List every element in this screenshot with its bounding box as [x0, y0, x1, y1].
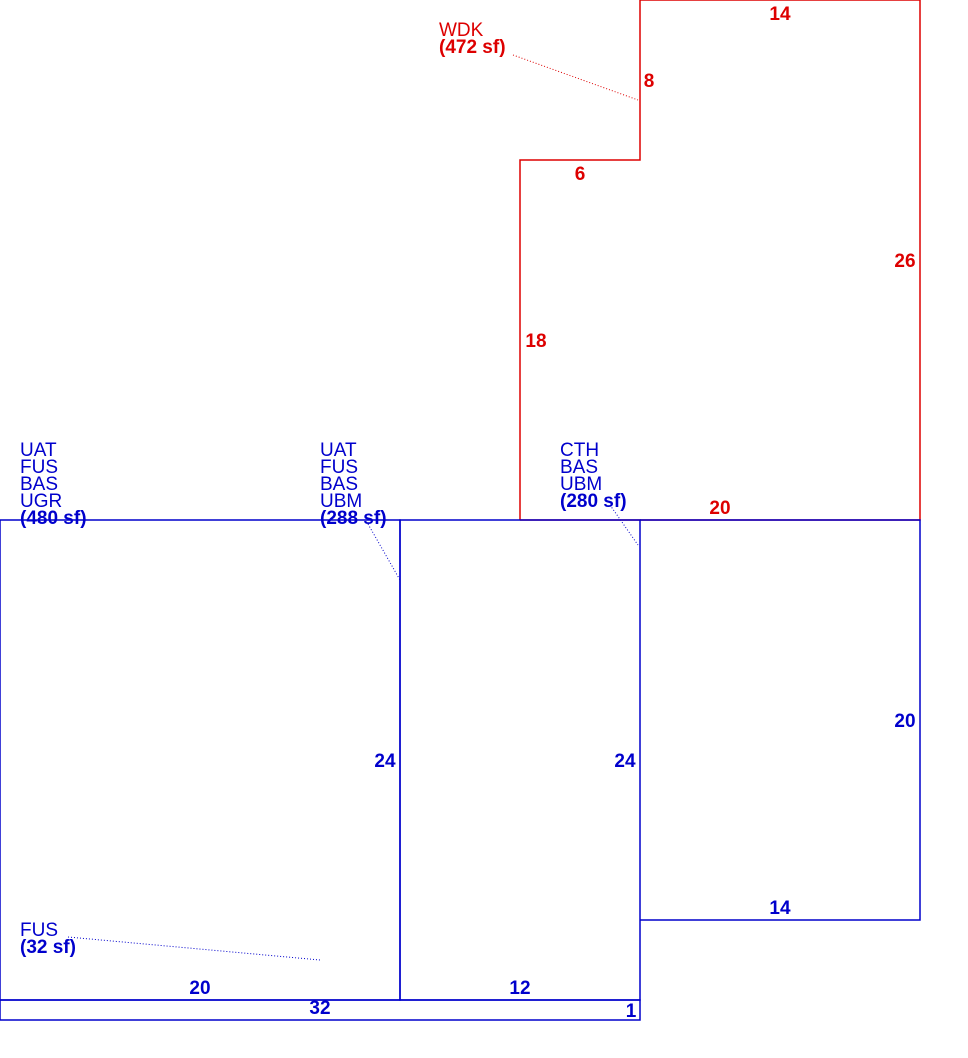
wdk-dim-right: 26 — [894, 251, 915, 272]
left-block-label: UAT FUS BAS UGR (480 sf) — [20, 440, 87, 529]
left-dim-bottom: 20 — [189, 978, 210, 999]
building-outline — [0, 519, 921, 1021]
right-block-rect — [640, 519, 921, 921]
left-code-1: UAT — [20, 440, 57, 461]
strip-dim-length: 32 — [309, 998, 330, 1019]
mid-code-3: BAS — [320, 474, 358, 495]
strip-area: (32 sf) — [20, 937, 76, 958]
mid-leader — [367, 523, 401, 581]
strip-dim-depth: 1 — [626, 1001, 637, 1022]
wdk-dim-shelf: 6 — [575, 164, 586, 185]
left-code-4: UGR — [20, 491, 62, 512]
strip-rect — [0, 999, 641, 1021]
right-code-2: BAS — [560, 457, 598, 478]
wdk-dim-left: 18 — [525, 331, 546, 352]
mid-dim-bottom: 12 — [509, 978, 530, 999]
wdk-dim-step: 8 — [644, 71, 655, 92]
right-code-1: CTH — [560, 440, 599, 461]
mid-block-label: UAT FUS BAS UBM (288 sf) — [320, 440, 387, 529]
mid-code-1: UAT — [320, 440, 357, 461]
wdk-leader — [512, 54, 639, 101]
mid-code-2: FUS — [320, 457, 358, 478]
mid-dim-right: 24 — [614, 751, 636, 772]
building-dimensions: 24 20 24 12 20 14 32 1 — [189, 711, 915, 1022]
left-code-2: FUS — [20, 457, 58, 478]
wdk-code: WDK — [439, 20, 484, 41]
wdk-dim-bottom: 20 — [709, 498, 730, 519]
left-code-3: BAS — [20, 474, 58, 495]
leader-lines — [67, 54, 639, 961]
right-dim-right: 20 — [894, 711, 915, 732]
wdk-area: (472 sf) — [439, 37, 506, 58]
mid-block-rect — [399, 519, 641, 1001]
strip-label: FUS (32 sf) — [20, 920, 76, 958]
left-block-rect — [0, 519, 401, 1001]
right-dim-bottom: 14 — [769, 898, 791, 919]
mid-area: (288 sf) — [320, 508, 387, 529]
wdk-dim-top: 14 — [769, 4, 791, 25]
strip-leader — [67, 936, 321, 961]
wdk-dimensions: 14 8 6 18 26 20 — [525, 4, 915, 519]
left-dim-right: 24 — [374, 751, 396, 772]
right-block-label: CTH BAS UBM (280 sf) — [560, 440, 627, 512]
right-area: (280 sf) — [560, 491, 627, 512]
wdk-label: WDK (472 sf) — [439, 20, 506, 58]
strip-code: FUS — [20, 920, 58, 941]
mid-code-4: UBM — [320, 491, 362, 512]
right-leader — [609, 504, 639, 546]
left-area: (480 sf) — [20, 508, 87, 529]
right-code-3: UBM — [560, 474, 602, 495]
